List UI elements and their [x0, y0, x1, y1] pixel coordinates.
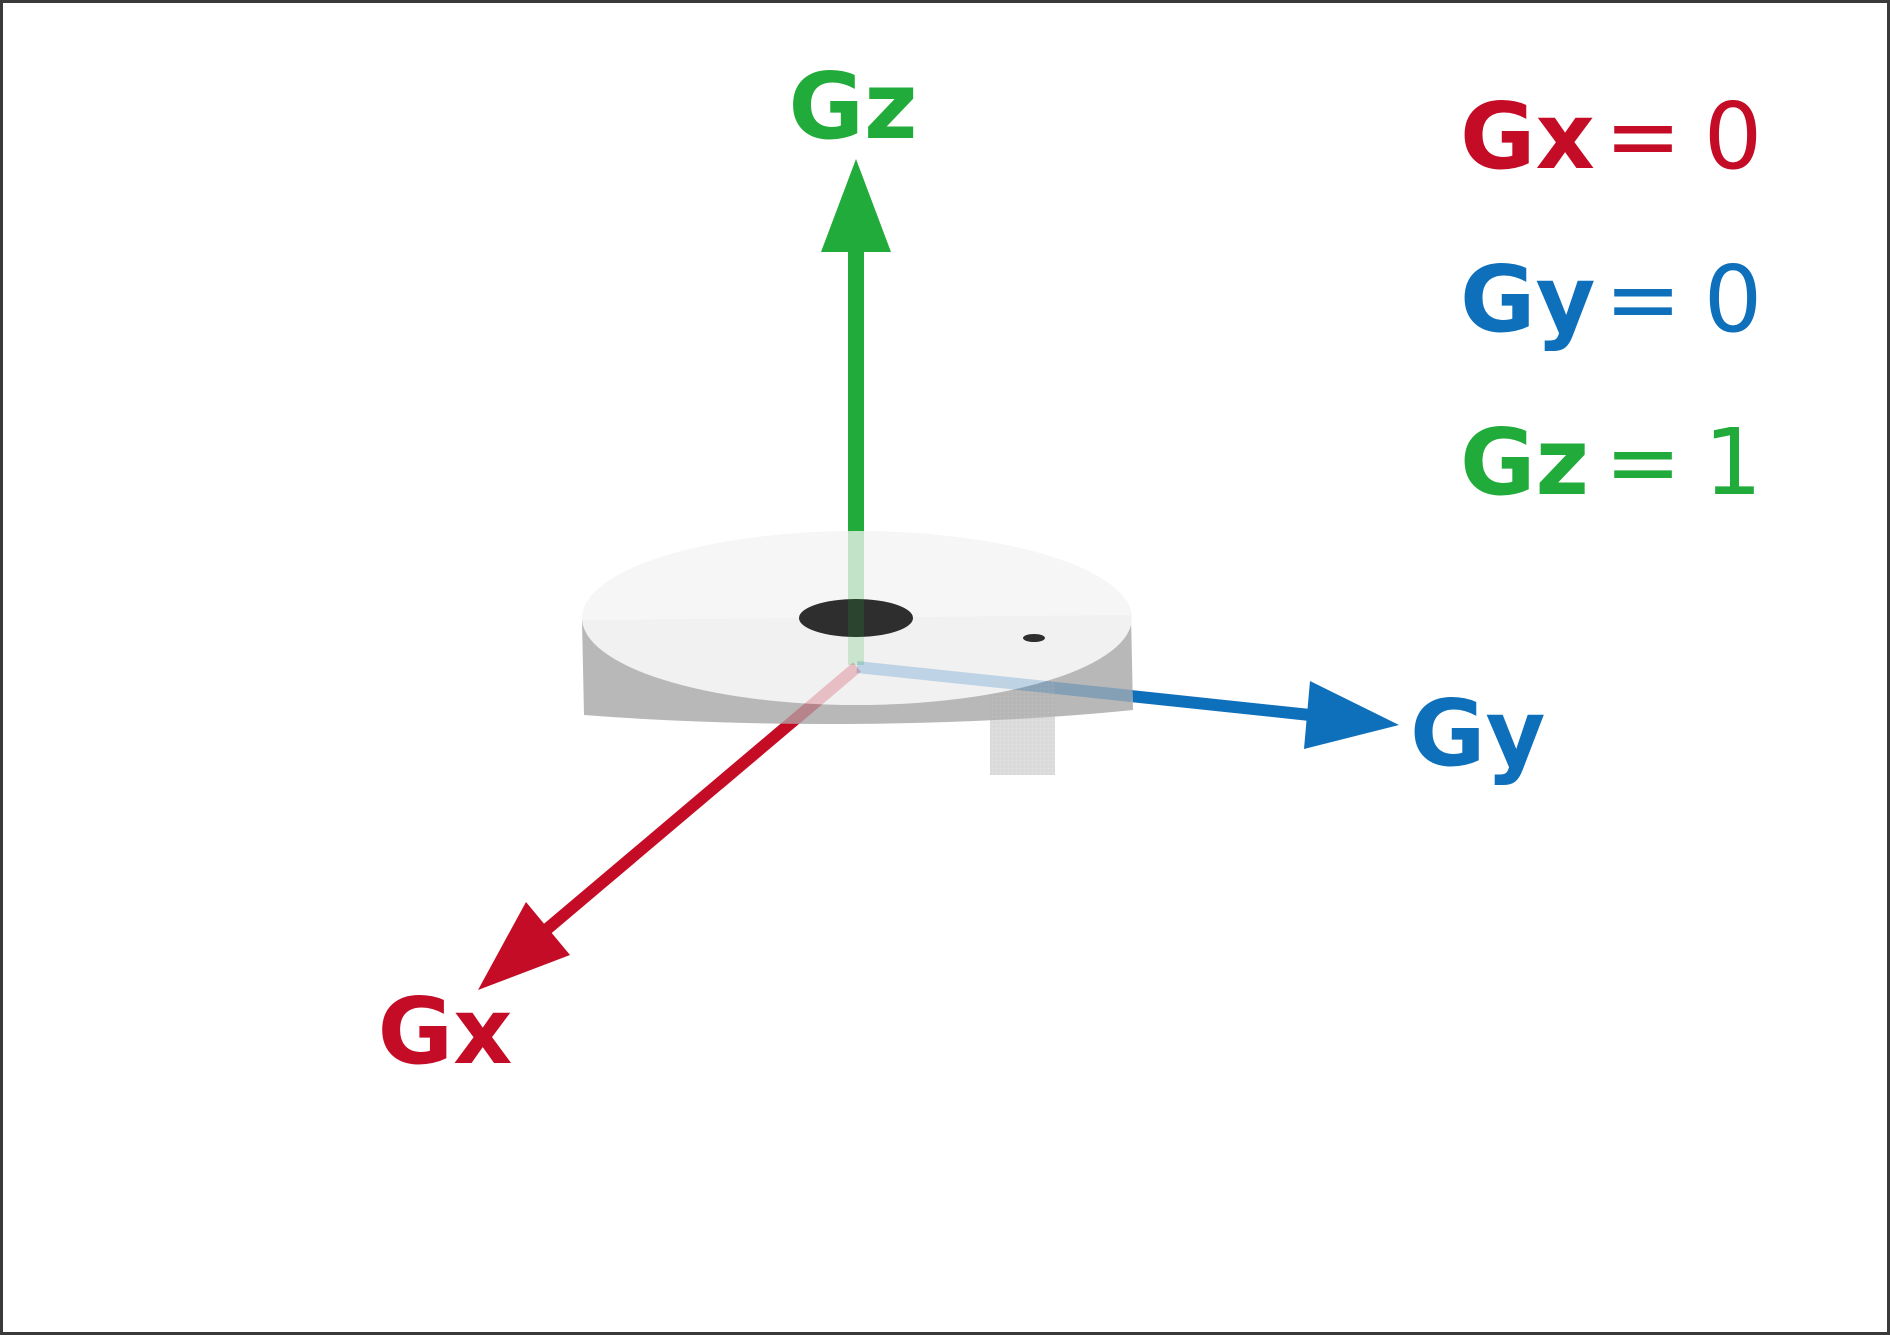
- reading-gy-equals: =: [1604, 246, 1681, 353]
- z-axis-arrowhead: [821, 159, 891, 252]
- reading-gx-equals: =: [1604, 83, 1681, 190]
- reading-gx-name: Gx: [1460, 83, 1595, 190]
- puck-side-highlight: [990, 680, 1055, 775]
- y-axis-arrowhead: [1304, 681, 1399, 749]
- reading-gy-value: 0: [1704, 246, 1763, 353]
- z-axis-label: Gz: [788, 53, 917, 160]
- reading-gz-value: 1: [1704, 409, 1763, 516]
- reading-gz-name: Gz: [1460, 409, 1589, 516]
- puck-center-hole: [799, 599, 913, 637]
- reading-gz: Gz = 1: [1460, 409, 1762, 516]
- x-axis-arrowhead: [478, 902, 570, 990]
- reading-gy-name: Gy: [1460, 246, 1595, 353]
- reading-gx-value: 0: [1704, 83, 1763, 190]
- reading-gy: Gy = 0: [1460, 246, 1762, 353]
- accelerometer-diagram: Gz Gy Gx Gx = 0 Gy = 0 Gz = 1: [378, 53, 1763, 1085]
- readings-panel: Gx = 0 Gy = 0 Gz = 1: [1460, 83, 1762, 516]
- y-axis-through-puck: [856, 661, 1133, 702]
- reading-gx: Gx = 0: [1460, 83, 1762, 190]
- y-axis-label: Gy: [1410, 680, 1545, 787]
- reading-gz-equals: =: [1604, 409, 1681, 516]
- x-axis-label: Gx: [378, 978, 513, 1085]
- x-axis-through-puck: [714, 662, 861, 790]
- puck-small-hole: [1023, 634, 1045, 642]
- puck-icon: [582, 531, 1133, 790]
